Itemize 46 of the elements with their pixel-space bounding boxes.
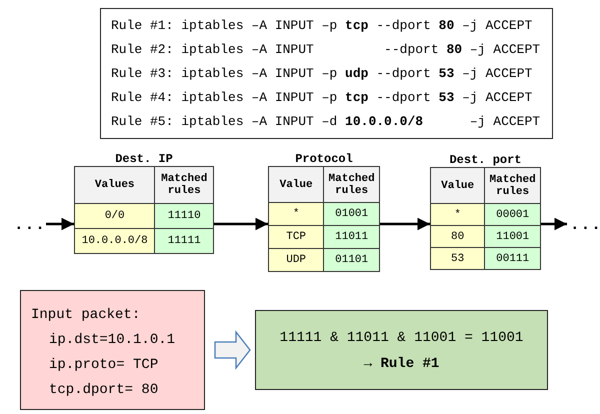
result-box bbox=[255, 310, 548, 390]
ellipsis: ... bbox=[14, 216, 42, 236]
result-text: 11111 & 11011 & 11001 = 11001 bbox=[278, 329, 524, 348]
bitmap-cell: 11110 bbox=[154, 204, 214, 228]
header-cell: Matched rules bbox=[154, 166, 214, 204]
ellipsis: ... bbox=[570, 216, 598, 236]
header-cell: Value bbox=[268, 166, 324, 202]
rule-line: Rule #3: iptables –A INPUT –p udp --dport 53 –j ACCEPT bbox=[111, 65, 534, 83]
rules-panel bbox=[100, 8, 553, 139]
packet-field: ip.proto= TCP bbox=[31, 353, 194, 378]
rule-line: Rule #4: iptables –A INPUT –p tcp --dport 53 –j ACCEPT bbox=[111, 89, 534, 107]
value-cell: TCP bbox=[268, 226, 324, 248]
bitmap-cell: 11011 bbox=[324, 226, 380, 248]
rule-line: Rule #1: iptables –A INPUT –p tcp --dport 80 –j ACCEPT bbox=[111, 17, 534, 35]
bitmap-cell: 01001 bbox=[324, 202, 380, 226]
packet-box bbox=[20, 290, 205, 410]
arrow bbox=[214, 218, 268, 230]
table-title: Dest. IP bbox=[114, 152, 174, 166]
value-cell: UDP bbox=[268, 248, 324, 272]
value-cell: 10.0.0.0/8 bbox=[74, 228, 155, 254]
arrow bbox=[541, 218, 567, 230]
bitmap-cell: 00111 bbox=[484, 248, 540, 270]
packet-field: tcp.dport= 80 bbox=[31, 378, 194, 403]
rule-line: Rule #5: iptables –A INPUT –d 10.0.0.0/8 –j ACCEPT bbox=[111, 113, 542, 131]
value-cell: * bbox=[268, 202, 324, 226]
rule-line: Rule #2: iptables –A INPUT --dport 80 –j ACCEPT bbox=[111, 41, 542, 59]
bitmap-cell: 00001 bbox=[484, 204, 540, 226]
result-text: → Rule #1 bbox=[362, 355, 440, 374]
bitmap-cell: 11111 bbox=[154, 228, 214, 254]
value-cell: 80 bbox=[430, 226, 485, 248]
arrow bbox=[380, 218, 430, 230]
block-arrow bbox=[214, 330, 251, 370]
value-cell: * bbox=[430, 204, 485, 226]
header-cell: Matched rules bbox=[324, 166, 380, 202]
arrow bbox=[46, 218, 74, 230]
packet-field: Input packet: bbox=[31, 303, 194, 328]
header-cell: Value bbox=[430, 168, 485, 204]
header-cell: Matched rules bbox=[484, 168, 540, 204]
table-title: Protocol bbox=[294, 152, 354, 166]
table-title: Dest. port bbox=[448, 153, 522, 167]
bitmap-cell: 01101 bbox=[324, 248, 380, 272]
bitmap-cell: 11001 bbox=[484, 226, 540, 248]
packet-field: ip.dst=10.1.0.1 bbox=[31, 328, 194, 353]
header-cell: Values bbox=[74, 166, 155, 204]
value-cell: 53 bbox=[430, 248, 485, 270]
value-cell: 0/0 bbox=[74, 204, 155, 228]
